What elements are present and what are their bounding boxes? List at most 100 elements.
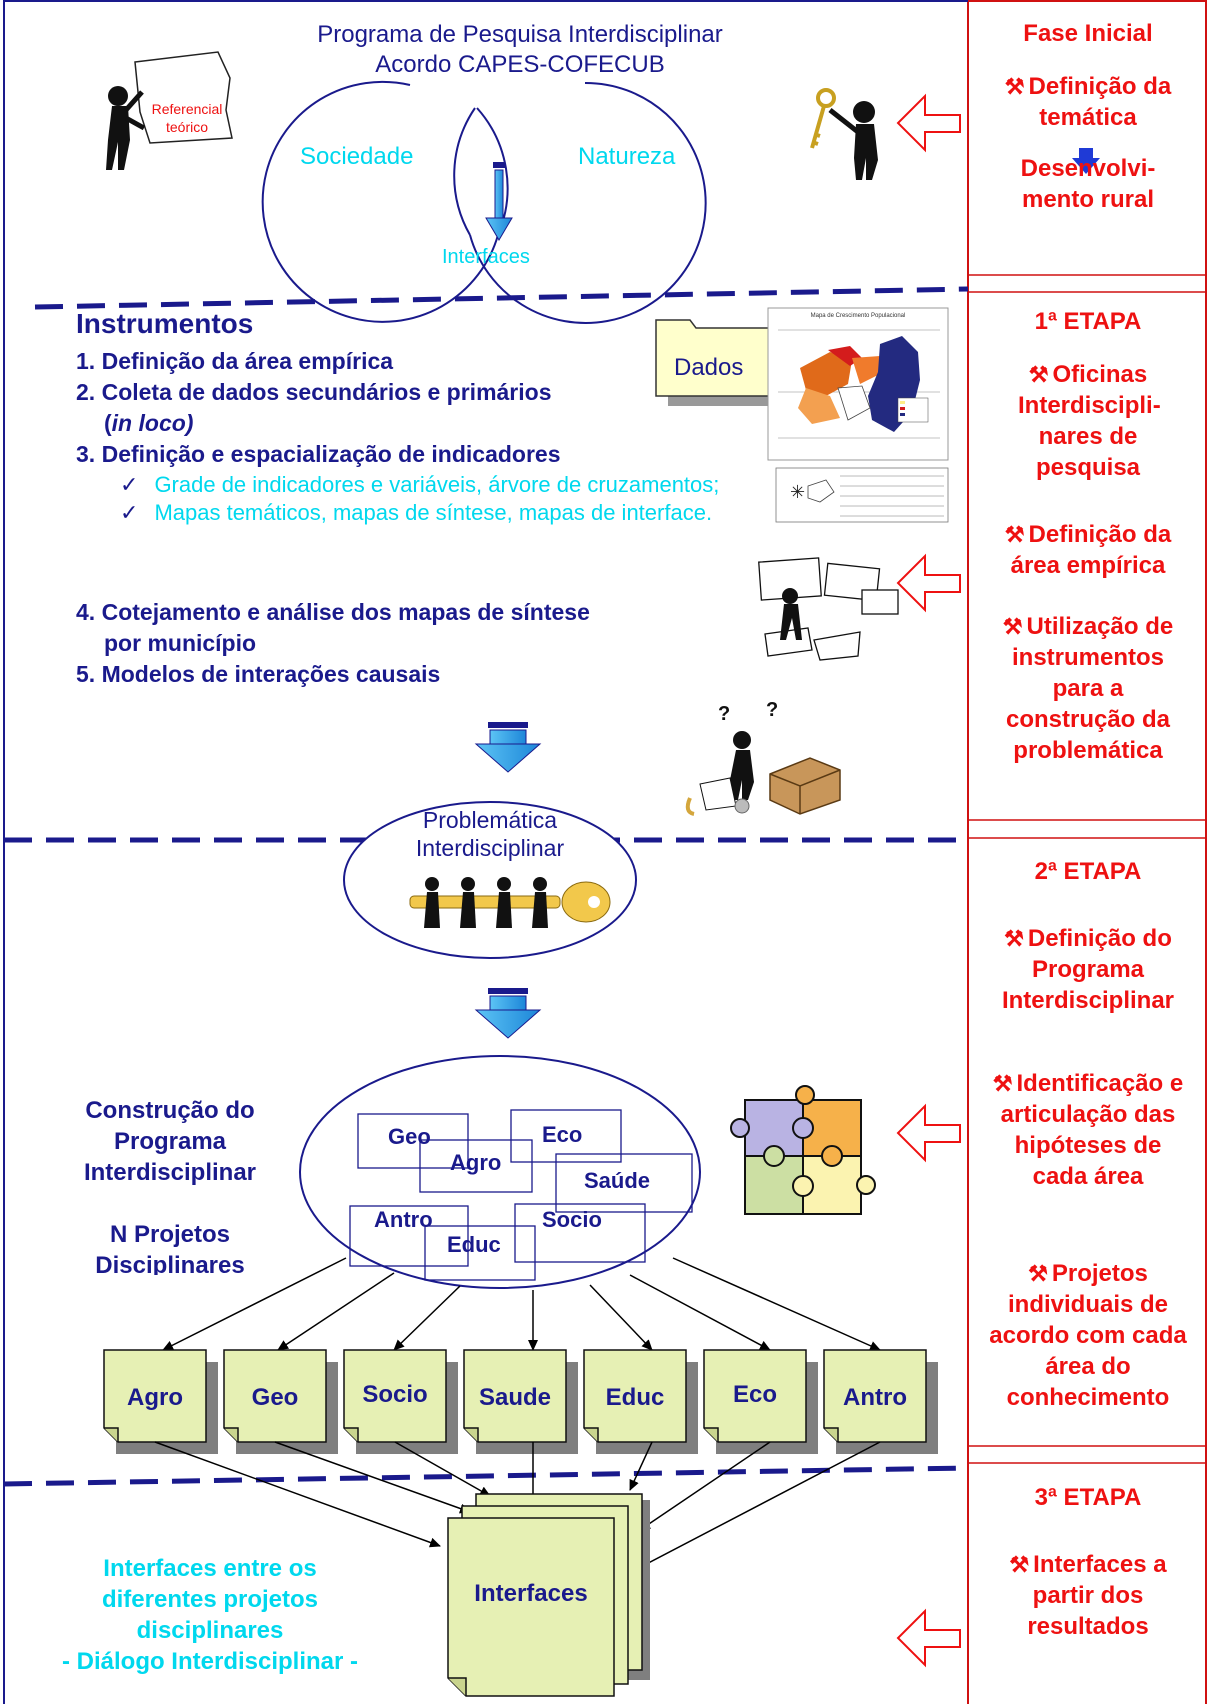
phase-stage-1-item-1: ⚒Oficinas Interdiscipli-nares de pesquis…	[1018, 361, 1161, 481]
map-legend-thumbnail: ✳	[775, 467, 949, 523]
phase-stage-1: 1ª ETAPA ⚒Oficinas Interdiscipli-nares d…	[969, 306, 1207, 766]
tools-icon: ⚒	[1028, 1261, 1048, 1286]
instrument-item-4-cont: por município	[104, 630, 257, 656]
down-arrow-1	[474, 722, 542, 773]
phase-initial: Fase Inicial ⚒Definição da temática Dese…	[969, 18, 1207, 215]
phase-stage-2-item-3: ⚒Projetos individuais de acordo com cada…	[989, 1260, 1187, 1411]
phase-pointer-arrows	[896, 93, 961, 1668]
ellipse-boxes	[349, 1109, 693, 1281]
ellipse-box-antro: Antro	[374, 1207, 433, 1232]
interfaces-stack	[447, 1493, 650, 1697]
program-title-line1: Programa de Pesquisa Interdisciplinar	[317, 21, 723, 48]
project-card-saude: Saude	[478, 1384, 552, 1411]
project-card-agro: Agro	[127, 1384, 183, 1411]
population-map-thumbnail	[767, 307, 949, 461]
interfaces-desc-line2: diferentes projetos	[101, 1586, 319, 1613]
program-title: Programa de Pesquisa Interdisciplinar Ac…	[200, 20, 840, 80]
phase-stage-1-item-3: ⚒Utilização de instrumentos para a const…	[1002, 613, 1174, 764]
venn-label-nature: Natureza	[578, 143, 676, 170]
phase-stage-3: 3ª ETAPA ⚒Interfaces a partir dos result…	[969, 1482, 1207, 1642]
separator-3	[3, 1465, 969, 1487]
phase-stage-2-title: 2ª ETAPA	[1034, 858, 1142, 885]
venn-label-society: Sociedade	[300, 143, 414, 170]
project-card-socio: Socio	[362, 1381, 428, 1408]
tools-icon: ⚒	[992, 1071, 1013, 1096]
phase-stage-2: 2ª ETAPA ⚒Definição do Programa Interdis…	[969, 856, 1207, 1413]
phase-stage-3-title: 3ª ETAPA	[1034, 1484, 1142, 1511]
phase-stage-1-title: 1ª ETAPA	[1034, 308, 1142, 335]
phase-down-arrow	[1072, 148, 1100, 174]
key-team-icon	[409, 877, 611, 928]
sign-label: Referencial teórico	[151, 101, 223, 135]
figure-with-sign	[106, 51, 233, 170]
tools-icon: ⚒	[1002, 614, 1023, 639]
instrument-item-3: 3. Definição e espacialização de indicad…	[76, 441, 561, 467]
construction-subtitle-line2: Disciplinares	[95, 1252, 245, 1275]
construction-title-line3: Interdisciplinar	[83, 1159, 257, 1186]
venn-diagram	[261, 80, 707, 324]
data-folder-icon	[655, 319, 780, 406]
ellipse-box-socio: Socio	[542, 1207, 602, 1232]
construction-title-line1: Construção do	[85, 1097, 255, 1124]
instruments-list-2: 4. Cotejamento e análise dos mapas de sí…	[76, 597, 696, 690]
construction-subtitle: N Projetos Disciplinares	[40, 1219, 300, 1275]
indicator-sub-list: ✓Grade de indicadores e variáveis, árvor…	[120, 471, 740, 527]
interfaces-box-label: Interfaces	[474, 1580, 588, 1607]
problematica-line1: Problemática	[422, 807, 558, 833]
figure-with-key	[810, 88, 878, 180]
map-title: Mapa de Crescimento Populacional	[810, 313, 906, 319]
interfaces-description: Interfaces entre os diferentes projetos …	[30, 1553, 390, 1677]
ellipse-box-saude: Saúde	[584, 1168, 651, 1193]
interfaces-desc-line4: - Diálogo Interdisciplinar -	[61, 1648, 359, 1675]
project-card-antro: Antro	[843, 1384, 907, 1411]
instruments-heading: Instrumentos	[76, 308, 254, 339]
ellipse-box-eco: Eco	[542, 1122, 583, 1147]
instruments-list: 1. Definição da área empírica 2. Coleta …	[76, 346, 746, 470]
problematica-line2: Interdisciplinar	[415, 835, 565, 861]
phase-stage-1-item-2: ⚒Definição da área empírica	[1004, 521, 1172, 579]
problematica-label: Problemática Interdisciplinar	[380, 806, 600, 862]
project-card-geo: Geo	[251, 1384, 299, 1411]
problematica-ellipse	[343, 801, 637, 959]
phase-initial-item: ⚒Definição da temática	[1004, 73, 1172, 131]
check-icon: ✓	[120, 500, 139, 525]
phase-stage-2-item-2: ⚒Identificação e articulação das hipótes…	[992, 1070, 1184, 1190]
phase-stage-3-item-1: ⚒Interfaces a partir dos resultados	[1009, 1551, 1167, 1640]
tools-icon: ⚒	[1004, 74, 1025, 99]
phase-initial-title: Fase Inicial	[1023, 20, 1153, 47]
indicator-sub-item-2: ✓Mapas temáticos, mapas de síntese, mapa…	[120, 500, 713, 525]
phase-stage-2-item-1: ⚒Definição do Programa Interdisciplinar	[1001, 925, 1175, 1014]
indicator-sub-item-1: ✓Grade de indicadores e variáveis, árvor…	[120, 472, 720, 497]
venn-label-interfaces: Interfaces	[442, 246, 530, 268]
check-icon: ✓	[120, 472, 139, 497]
svg-text:✳: ✳	[790, 482, 805, 502]
instrument-item-4: 4. Cotejamento e análise dos mapas de sí…	[76, 599, 590, 625]
interfaces-desc-line1: Interfaces entre os	[103, 1555, 317, 1582]
data-folder-label: Dados	[674, 354, 744, 381]
instrument-item-2-cont: (in loco)	[104, 410, 194, 436]
program-title-line2: Acordo CAPES-COFECUB	[375, 51, 665, 78]
instrument-item-2: 2. Coleta de dados secundários e primári…	[76, 379, 552, 405]
ellipse-box-geo: Geo	[388, 1124, 431, 1149]
instrument-item-1: 1. Definição da área empírica	[76, 348, 394, 374]
down-arrow-2	[474, 988, 542, 1039]
tools-icon: ⚒	[1004, 522, 1025, 547]
interfaces-desc-line3: disciplinares	[136, 1617, 284, 1644]
figure-with-box: ? ?	[685, 699, 841, 816]
construction-title-line2: Programa	[113, 1128, 227, 1155]
figure-with-papers	[758, 557, 899, 661]
project-card-educ: Educ	[605, 1384, 665, 1411]
instrument-item-5: 5. Modelos de interações causais	[76, 661, 441, 687]
ellipse-box-agro: Agro	[450, 1150, 502, 1175]
ellipse-to-project-arrows	[162, 1257, 881, 1351]
svg-text:?: ?	[766, 699, 778, 721]
separator-1	[34, 286, 969, 310]
project-card-eco: Eco	[732, 1381, 777, 1408]
phase-initial-result: Desenvolvi-mento rural	[1020, 155, 1156, 213]
ellipse-box-educ: Educ	[447, 1232, 501, 1257]
phase-column-frame	[967, 0, 1207, 1704]
tools-icon: ⚒	[1004, 926, 1024, 951]
project-cards	[103, 1349, 938, 1454]
construction-title: Construção do Programa Interdisciplinar	[40, 1095, 300, 1188]
